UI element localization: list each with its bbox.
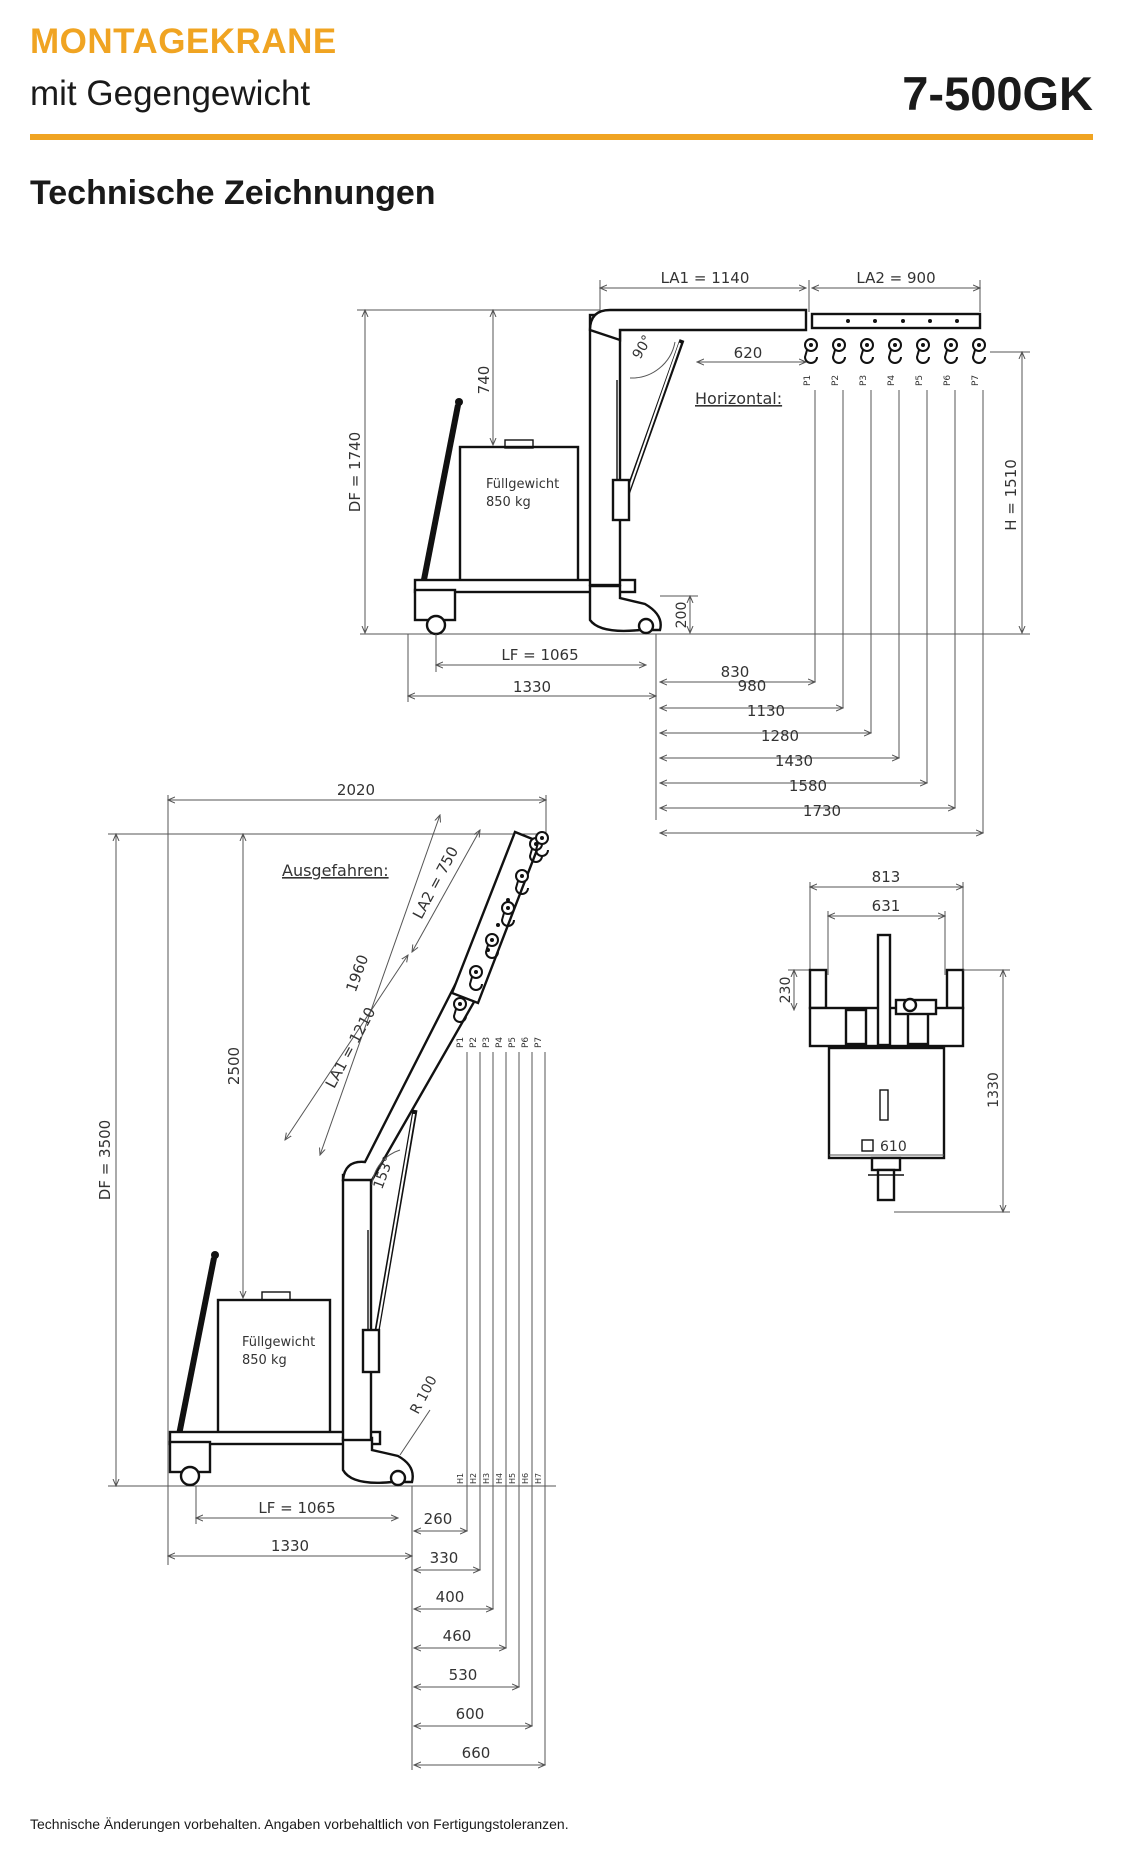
e-pos-1: P1: [456, 1037, 466, 1048]
e-view-label: Ausgefahren:: [282, 861, 389, 880]
e-pos-4: P4: [495, 1037, 505, 1048]
e-radius-label: R 100: [407, 1373, 440, 1417]
horizontal-view: LA1 = 1140 LA2 = 900 DF = 1740 740 Füllg…: [346, 269, 1030, 833]
e-1960-label: 1960: [342, 952, 372, 994]
h-base-frame: [413, 578, 637, 594]
t-230-label: 230: [778, 977, 794, 1004]
h-200-label: 200: [674, 602, 690, 629]
t-front-foot: [876, 1168, 896, 1202]
top-view: 813 631 230 610 1330: [778, 868, 1010, 1212]
h-weight-line1: Füllgewicht: [486, 477, 559, 492]
category-subtitle: mit Gegengewicht: [30, 74, 311, 113]
e-1330-label: 1330: [271, 1537, 309, 1555]
e-height-4: H4: [495, 1473, 504, 1484]
h-pos-1: P1: [803, 375, 813, 386]
h-pos-6: P6: [943, 375, 953, 386]
e-height-3: H3: [482, 1473, 491, 1484]
t-610-label: 610: [880, 1139, 907, 1155]
e-pos-2: P2: [469, 1037, 479, 1048]
e-mast: [341, 1173, 373, 1442]
e-reach-6: 600: [456, 1705, 485, 1723]
h-740-label: 740: [475, 366, 493, 395]
h-weight-line2: 850 kg: [486, 495, 531, 510]
e-boom-la2: [450, 830, 542, 1005]
h-lf-label: LF = 1065: [501, 646, 578, 664]
h-pos-2: P2: [831, 375, 841, 386]
e-reach-2: 330: [430, 1549, 459, 1567]
t-left-caster: [808, 968, 828, 1010]
page-header: MONTAGEKRANE mit Gegengewicht 7-500GK: [0, 0, 1132, 150]
h-h-label: H = 1510: [1002, 459, 1020, 531]
h-reach-6: 1580: [789, 777, 827, 795]
h-boom-la2: [810, 312, 982, 330]
h-counterweight: [458, 445, 580, 589]
h-pump: [611, 478, 631, 522]
e-weight-line2: 850 kg: [242, 1353, 287, 1368]
e-pos-6: P6: [521, 1037, 531, 1048]
model-number: 7-500GK: [902, 67, 1093, 120]
e-reach-3: 400: [436, 1588, 465, 1606]
e-2500-label: 2500: [225, 1047, 243, 1085]
h-pos-4: P4: [887, 375, 897, 386]
e-height-2: H2: [469, 1473, 478, 1484]
e-2020-label: 2020: [337, 781, 375, 799]
h-la1-label: LA1 = 1140: [661, 269, 750, 287]
e-push-handle: [175, 1257, 217, 1441]
e-counterweight: [216, 1298, 332, 1442]
h-hooks: [804, 338, 986, 364]
h-reach-7: 1730: [803, 802, 841, 820]
h-reach-5: 1430: [775, 752, 813, 770]
h-reach-3: 1130: [747, 702, 785, 720]
h-push-handle: [419, 404, 461, 591]
category-title: MONTAGEKRANE: [30, 22, 337, 61]
e-pump: [361, 1328, 381, 1374]
e-base-frame: [168, 1430, 382, 1446]
h-reach-1: 830: [721, 663, 750, 681]
e-lf-label: LF = 1065: [258, 1499, 335, 1517]
h-la2-label: LA2 = 900: [856, 269, 935, 287]
e-pos-3: P3: [482, 1037, 492, 1048]
h-pos-7: P7: [971, 375, 981, 386]
e-height-7: H7: [534, 1473, 543, 1484]
h-angle-label: 90°: [630, 332, 656, 362]
e-reach-7: 660: [462, 1744, 491, 1762]
h-pos-3: P3: [859, 375, 869, 386]
h-mast: [588, 313, 622, 587]
h-view-label: Horizontal:: [695, 389, 782, 408]
h-620-label: 620: [734, 344, 763, 362]
t-813-label: 813: [872, 868, 901, 886]
e-height-6: H6: [521, 1473, 530, 1484]
extended-view: 2020 DF = 3500 2500 1960 LA1 = 1210 LA2 …: [96, 781, 556, 1770]
e-pos-7: P7: [534, 1037, 544, 1048]
e-df-label: DF = 3500: [96, 1120, 114, 1200]
h-counterweight-handle: [504, 439, 534, 449]
e-height-5: H5: [508, 1473, 517, 1484]
e-la1-label: LA1 = 1210: [322, 1004, 380, 1091]
t-1330-label: 1330: [986, 1072, 1002, 1108]
h-reach-4: 1280: [761, 727, 799, 745]
e-height-1: H1: [456, 1473, 465, 1484]
h-df-label: DF = 1740: [346, 432, 364, 512]
t-mast-beam: [876, 933, 892, 1047]
h-boom-la1: [588, 308, 808, 342]
e-reach-1: 260: [424, 1510, 453, 1528]
t-631-label: 631: [872, 897, 901, 915]
footer-note: Technische Änderungen vorbehalten. Angab…: [30, 1816, 569, 1832]
h-pos-5: P5: [915, 375, 925, 386]
e-counterweight-handle: [261, 1291, 291, 1301]
t-counterweight: [827, 1046, 946, 1160]
h-1330-label: 1330: [513, 678, 551, 696]
section-title: Technische Zeichnungen: [30, 174, 436, 212]
e-reach-5: 530: [449, 1666, 478, 1684]
e-weight-line1: Füllgewicht: [242, 1335, 315, 1350]
accent-rule: [30, 134, 1093, 140]
e-pos-5: P5: [508, 1037, 518, 1048]
e-reach-4: 460: [443, 1627, 472, 1645]
h-reach-2: 980: [738, 677, 767, 695]
t-right-caster: [945, 968, 965, 1010]
